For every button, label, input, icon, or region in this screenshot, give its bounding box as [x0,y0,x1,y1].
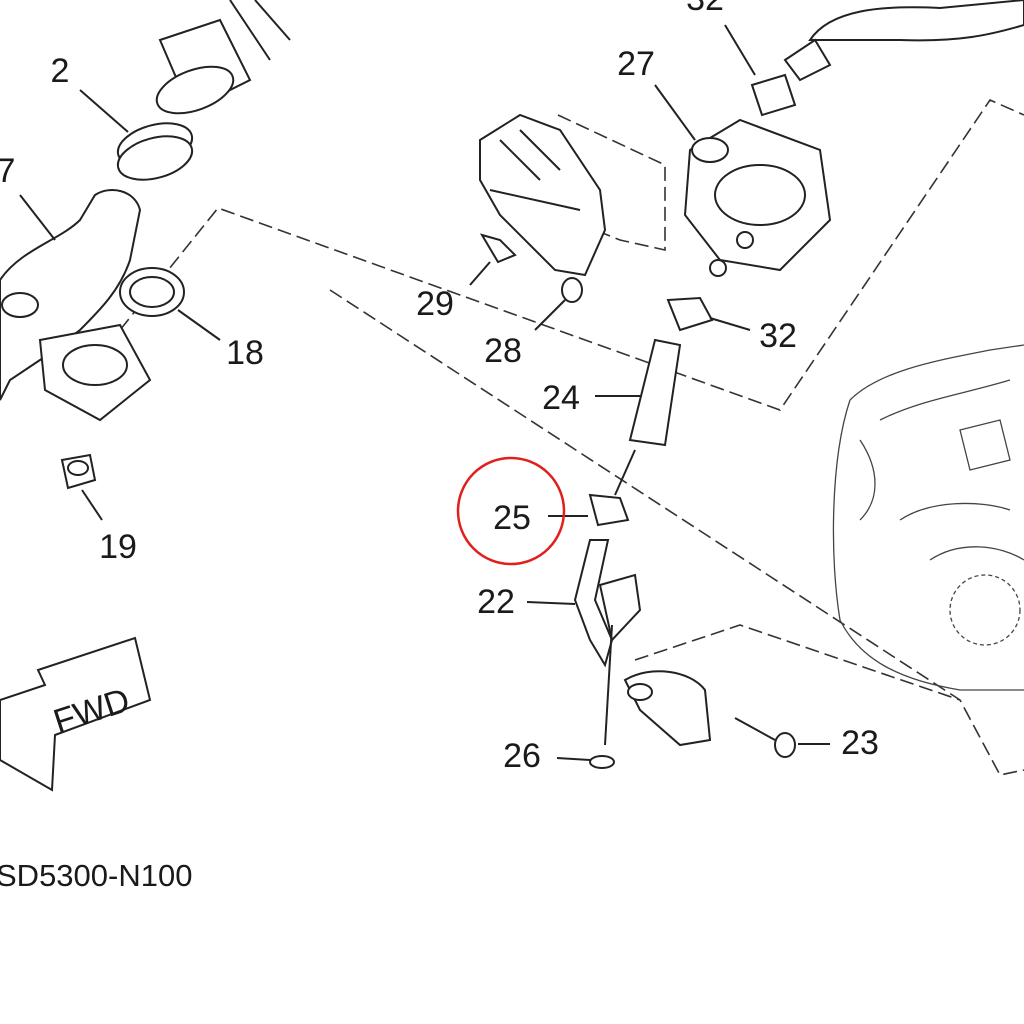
part-26-bolt [556,624,615,769]
callout-29[interactable]: 29 [416,285,454,323]
part-24-hose [595,338,682,496]
callout-23[interactable]: 23 [841,724,879,762]
callout-7[interactable]: 7 [0,152,15,190]
callout-24[interactable]: 24 [542,379,580,417]
callout-32-top[interactable]: 32 [686,0,724,18]
part-32-clamp [666,296,751,332]
part-2-collar [79,89,194,181]
part-23-bolt [734,717,830,758]
engine-case-outline [832,344,1024,691]
part-22-pipe [526,539,642,668]
callout-22[interactable]: 22 [477,583,515,621]
callout-26[interactable]: 26 [503,737,541,775]
part-25-clamp [548,493,630,527]
part-18-o-ring [119,267,221,341]
part-19-nut [60,453,103,521]
part-gasket-flange [623,670,712,747]
part-27-valve-body [654,84,832,277]
highlight-circle [456,456,566,566]
callout-18[interactable]: 18 [226,334,264,372]
forward-direction-arrow: FWD [0,636,152,792]
part-top-hose-and-clamp [724,0,1024,117]
part-bracket-assembly [469,113,607,331]
callout-25[interactable]: 25 [493,499,531,537]
diagram-code: SD5300-N100 [0,858,192,893]
callout-32[interactable]: 32 [759,317,797,355]
callout-19[interactable]: 19 [99,528,137,566]
part-7-water-pipe [0,189,152,422]
callout-2[interactable]: 2 [51,52,70,90]
callout-27[interactable]: 27 [617,45,655,83]
callout-28[interactable]: 28 [484,332,522,370]
part-upper-hose-joint [155,0,291,115]
callout-labels: 32 27 2 7 18 19 29 28 32 24 25 22 26 23 [0,0,879,775]
